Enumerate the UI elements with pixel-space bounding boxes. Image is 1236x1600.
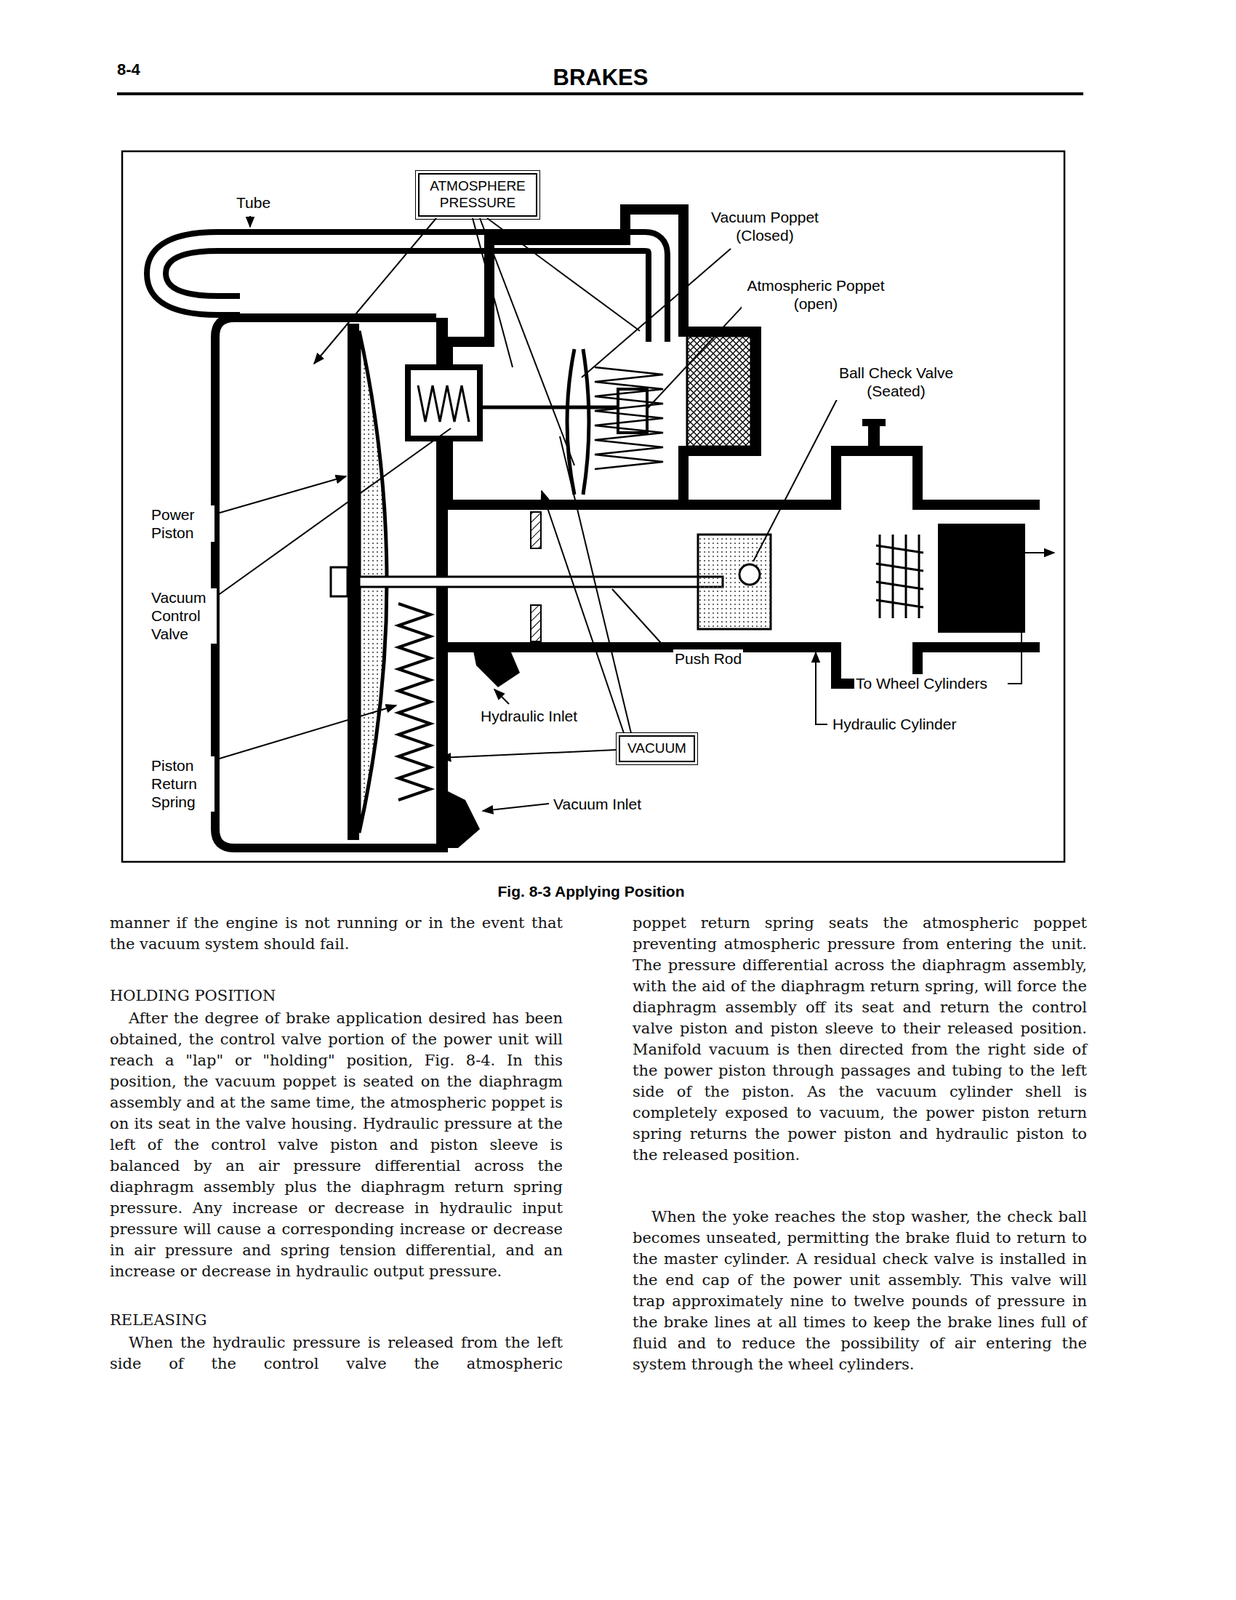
body-paragraph: When the hydraulic pressure is released … [109, 1331, 563, 1375]
text-column: manner if the engine is not running or i… [109, 912, 563, 1375]
body-paragraph: poppet return spring seats the atmospher… [632, 912, 1087, 1166]
part-label: Piston Return Spring [149, 756, 215, 812]
part-label: Atmospheric Poppet (open) [741, 276, 890, 313]
section-heading: HOLDING POSITION [109, 985, 563, 1007]
figure-caption: Fig. 8-3 Applying Position [497, 881, 685, 901]
page-number: 8-4 [117, 60, 141, 80]
part-label: Hydraulic Inlet [479, 706, 579, 725]
header-rule [117, 92, 1084, 96]
page-title: BRAKES [553, 63, 649, 91]
label-box: VACUUM [618, 735, 696, 762]
part-label: Hydraulic Cylinder [831, 714, 958, 733]
part-label: Tube [234, 193, 272, 212]
leader-lines [197, 215, 1055, 811]
part-label: To Wheel Cylinders [854, 673, 989, 693]
section-heading: RELEASING [109, 1309, 563, 1331]
text-column: poppet return spring seats the atmospher… [632, 912, 1087, 1375]
part-label: Push Rod [673, 649, 744, 668]
part-label: Vacuum Inlet [551, 794, 643, 813]
part-label: Power Piston [149, 505, 215, 542]
box-text: VACUUM [627, 740, 687, 757]
body-paragraph: After the degree of brake application de… [109, 1007, 563, 1282]
body-paragraph: manner if the engine is not running or i… [109, 912, 563, 955]
label-box: ATMOSPHERE PRESSURE [418, 173, 538, 217]
figure-frame [122, 151, 1065, 862]
part-label: Ball Check Valve (Seated) [831, 363, 962, 400]
part-label: Vacuum Poppet (Closed) [705, 207, 825, 245]
body-paragraph: When the yoke reaches the stop washer, t… [632, 1206, 1087, 1375]
part-label: Vacuum Control Valve [149, 588, 217, 644]
box-text: ATMOSPHERE PRESSURE [426, 178, 529, 212]
